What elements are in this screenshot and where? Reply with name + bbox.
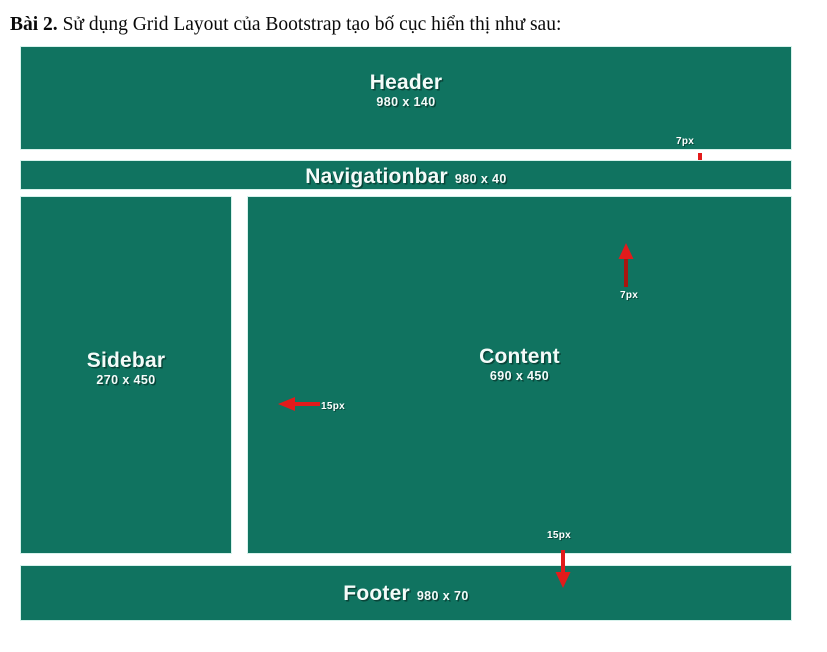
footer-block-labels: Footer 980 x 70 [21,582,791,606]
mockup-block-navigationbar: Navigationbar 980 x 40 [20,160,792,190]
header-block-title: Header [369,71,443,94]
mockup-block-content: Content 690 x 450 [247,196,792,554]
sidebar-block-size: 270 x 450 [96,373,156,387]
arrow-down-icon-bottom-gap [554,549,572,594]
footer-block-size: 980 x 70 [416,589,469,603]
annotation-label-column-gap: 15px [321,401,345,412]
layout-mockup: Header 980 x 140 7px Navigationbar 980 x … [20,46,792,621]
exercise-instruction: Sử dụng Grid Layout của Bootstrap tạo bố… [57,14,562,35]
footer-block-title: Footer [343,582,410,605]
header-block-labels: Header 980 x 140 [21,71,791,110]
content-block-size: 690 x 450 [489,369,550,383]
annotation-label-bottom-gap: 15px [547,530,571,541]
nav-block-size: 980 x 40 [454,172,507,186]
exercise-number: Bài 2. [10,14,58,35]
arrow-up-icon-content-gap [617,242,635,293]
mockup-block-footer: Footer 980 x 70 [20,565,792,621]
mockup-block-header: Header 980 x 140 7px [20,46,792,183]
footer-block-inline: Footer 980 x 70 [343,582,468,606]
nav-block-labels: Navigationbar 980 x 40 [21,165,791,189]
nav-block-title: Navigationbar [305,165,448,188]
header-block-size: 980 x 140 [376,95,436,109]
content-block-title: Content [479,345,560,368]
annotation-label-content-gap: 7px [620,290,639,301]
nav-block-inline: Navigationbar 980 x 40 [305,165,507,189]
arrow-left-icon-column-gap [277,396,321,417]
exercise-heading: Bài 2. Sử dụng Grid Layout của Bootstrap… [10,13,810,37]
content-block-labels: Content 690 x 450 [248,345,791,384]
annotation-label-header-gap: 7px [676,136,695,147]
sidebar-block-title: Sidebar [86,349,166,372]
sidebar-block-labels: Sidebar 270 x 450 [21,349,231,388]
mockup-block-sidebar: Sidebar 270 x 450 [20,196,232,554]
